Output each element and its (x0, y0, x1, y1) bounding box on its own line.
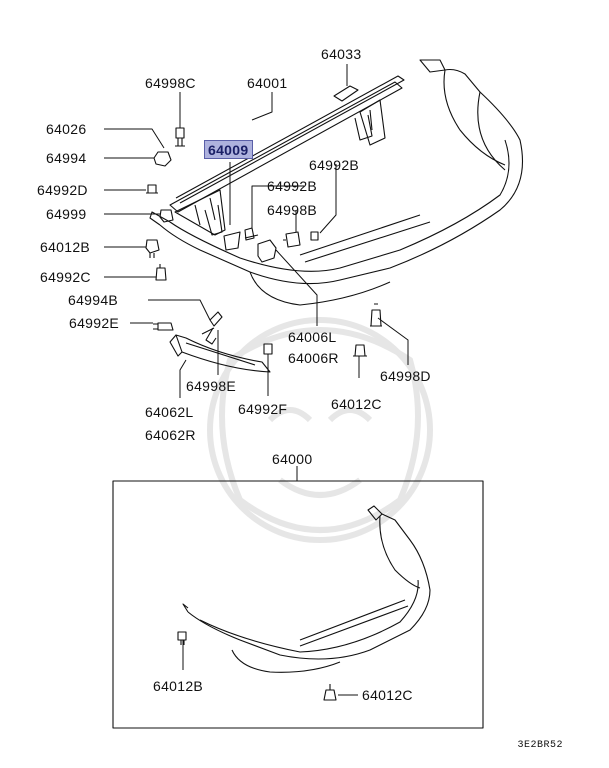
callout-64998e: 64998E (186, 378, 237, 394)
callout-64999: 64999 (46, 206, 87, 222)
callout-64026: 64026 (46, 121, 87, 137)
callout-64033: 64033 (321, 46, 362, 62)
callout-64994: 64994 (46, 150, 87, 166)
callout-64992b-upper: 64992B (309, 157, 360, 173)
callout-64992d: 64992D (37, 182, 88, 198)
callout-64992b-lower: 64992B (267, 178, 318, 194)
callout-64006r: 64006R (288, 350, 339, 366)
callout-64000: 64000 (272, 451, 313, 467)
assembly-box-64000 (112, 480, 484, 729)
callout-64992f: 64992F (238, 401, 288, 417)
rear-bumper-assembly-drawing (177, 505, 431, 701)
leader-lines (104, 64, 409, 696)
callout-64012b-assembly: 64012B (153, 678, 204, 694)
callout-64012c-upper: 64012C (331, 396, 382, 412)
callout-64998c: 64998C (145, 75, 196, 91)
callout-64998d: 64998D (380, 368, 431, 384)
callout-64992c: 64992C (40, 269, 91, 285)
watermark-seal (207, 317, 433, 543)
lower-valence-drawing (169, 334, 271, 373)
callout-64994b: 64994B (68, 292, 119, 308)
callout-64062l: 64062L (145, 404, 194, 420)
callout-64992e: 64992E (69, 315, 120, 331)
fasteners (145, 127, 382, 357)
bumper-strip-64033 (333, 85, 359, 102)
callout-64006l: 64006L (288, 329, 337, 345)
callout-64062r: 64062R (145, 427, 196, 443)
callout-64012b-upper: 64012B (40, 239, 91, 255)
rear-bumper-upper-drawing (149, 59, 523, 306)
drawing-code: 3E2BR52 (517, 740, 563, 751)
callout-64012c-assembly: 64012C (362, 687, 413, 703)
side-bracket-64006 (257, 239, 277, 263)
callout-64001: 64001 (247, 75, 288, 91)
callout-64009-highlighted[interactable]: 64009 (204, 140, 254, 159)
callout-64998b: 64998B (267, 202, 318, 218)
